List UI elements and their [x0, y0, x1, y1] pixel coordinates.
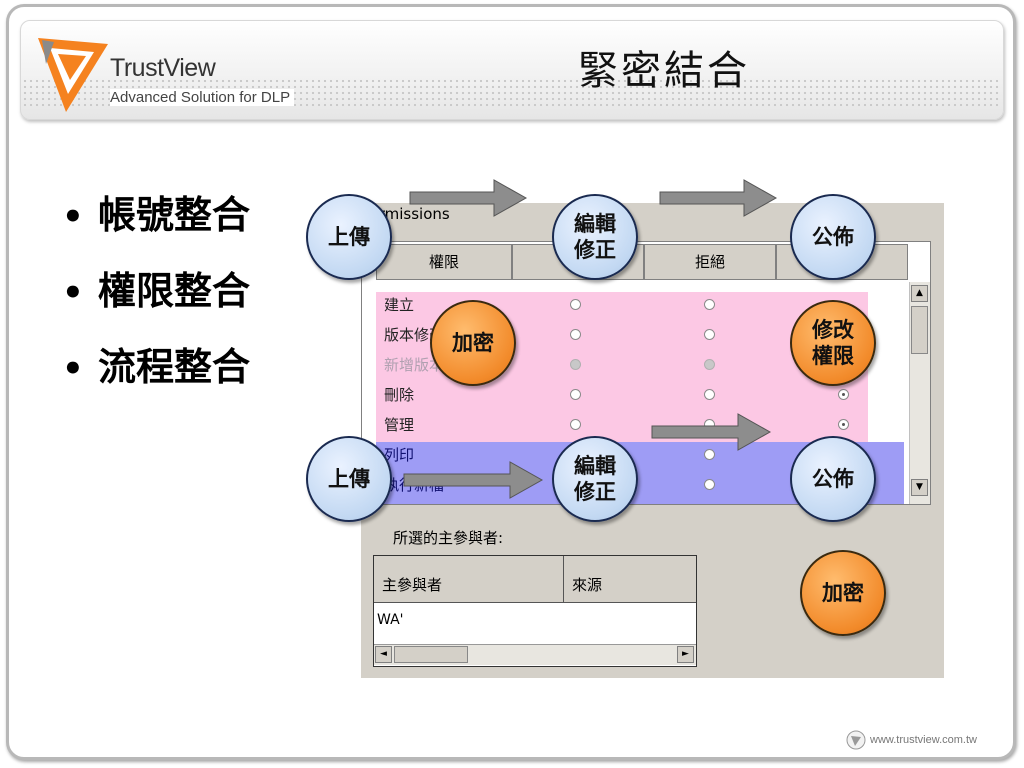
deny-radio[interactable] — [704, 329, 715, 340]
allow-radio[interactable] — [570, 359, 581, 370]
deny-radio[interactable] — [704, 359, 715, 370]
flow-arrow-icon — [659, 179, 778, 217]
scroll-up-button[interactable]: ▲ — [911, 285, 928, 302]
bullet-text: 權限整合 — [98, 269, 251, 313]
permission-row-label: 管理 — [384, 416, 415, 434]
selected-actors-label: 所選的主參與者: — [393, 529, 504, 547]
actors-table-header — [374, 556, 696, 603]
flow-arrow-icon — [403, 461, 544, 499]
allow-radio[interactable] — [570, 329, 581, 340]
column-header-permission[interactable]: 權限 — [376, 244, 512, 280]
upload-bubble: 上傳 — [306, 436, 392, 522]
slide-title: 緊密結合 — [578, 48, 750, 94]
allow-radio[interactable] — [570, 299, 581, 310]
flow-arrow-icon — [651, 413, 772, 451]
bullet-text: 流程整合 — [98, 345, 251, 389]
bullet-glyph: • — [62, 197, 84, 237]
permission-row-label: 版本修改 — [384, 326, 445, 344]
bullet-item: • 權限整合 — [62, 264, 250, 340]
deny-radio[interactable] — [704, 449, 715, 460]
bullet-text: 帳號整合 — [98, 193, 251, 237]
bullet-item: • 流程整合 — [62, 340, 250, 416]
logo-name: TrustView — [110, 54, 216, 82]
actors-table: 主參與者 來源 WA' ◄ ► — [373, 555, 697, 667]
allow-radio[interactable] — [570, 389, 581, 400]
extra-radio[interactable] — [838, 419, 849, 430]
flow-arrow-icon — [409, 179, 528, 217]
bullet-glyph: • — [62, 349, 84, 389]
deny-radio[interactable] — [704, 299, 715, 310]
scroll-right-button[interactable]: ► — [677, 646, 694, 663]
extra-radio[interactable] — [838, 389, 849, 400]
scroll-left-button[interactable]: ◄ — [375, 646, 392, 663]
modify-permission-bubble: 修改 權限 — [790, 300, 876, 386]
publish-bubble: 公佈 — [790, 436, 876, 522]
bullet-glyph: • — [62, 273, 84, 313]
permission-row-label: 列印 — [384, 446, 415, 464]
scroll-down-button[interactable]: ▼ — [911, 479, 928, 496]
column-header-source[interactable]: 來源 — [572, 576, 603, 594]
bullet-list: • 帳號整合 • 權限整合 • 流程整合 — [62, 188, 250, 416]
column-header-actor[interactable]: 主參與者 — [382, 576, 443, 594]
encrypt-bubble: 加密 — [800, 550, 886, 636]
actor-row-value[interactable]: WA' — [377, 612, 404, 628]
bullet-item: • 帳號整合 — [62, 188, 250, 264]
permission-row-label: 刪除 — [384, 386, 415, 404]
allow-radio[interactable] — [570, 419, 581, 430]
scrollbar-thumb[interactable] — [394, 646, 468, 663]
deny-radio[interactable] — [704, 389, 715, 400]
column-header-deny[interactable]: 拒絕 — [644, 244, 776, 280]
permission-row-label: 建立 — [384, 296, 415, 314]
edit-bubble: 編輯 修正 — [552, 436, 638, 522]
edit-bubble: 編輯 修正 — [552, 194, 638, 280]
upload-bubble: 上傳 — [306, 194, 392, 280]
deny-radio[interactable] — [704, 479, 715, 490]
logo-tagline: Advanced Solution for DLP — [110, 89, 295, 106]
scrollbar-thumb[interactable] — [911, 306, 928, 354]
footer-logo-icon — [846, 730, 866, 750]
publish-bubble: 公佈 — [790, 194, 876, 280]
footer-url[interactable]: www.trustview.com.tw — [870, 734, 977, 746]
trustview-logo-icon — [38, 38, 108, 112]
column-divider — [563, 556, 564, 602]
permission-row-label: 新增版本 — [384, 356, 445, 374]
encrypt-bubble: 加密 — [430, 300, 516, 386]
